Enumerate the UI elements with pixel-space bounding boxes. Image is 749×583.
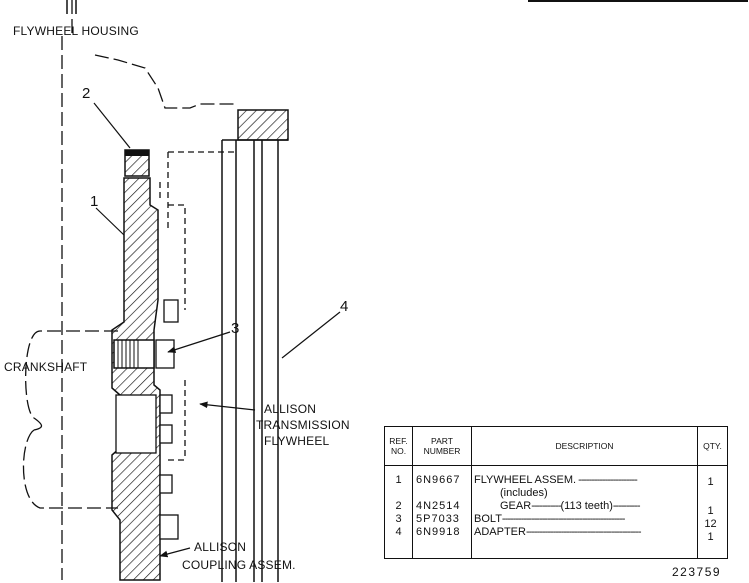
desc-3-leader: ----------------------------------------… <box>501 513 626 525</box>
qty-cell-1: 1 <box>707 476 714 488</box>
leader-2 <box>93 102 131 149</box>
parts-table-header-row: REF. NO. PART NUMBER DESCRIPTION QTY. <box>384 426 728 466</box>
transmission-label-line-3: FLYWHEEL <box>264 434 330 448</box>
ref-cell-3: 3 <box>395 513 402 525</box>
header-description: DESCRIPTION <box>471 426 698 466</box>
desc-cell-1-sub: (includes) <box>500 487 548 499</box>
ref-cell-4: 4 <box>395 526 402 538</box>
part-number-column: 6N9667 4N2514 5P7033 6N9918 <box>412 465 472 559</box>
part-cell-4: 6N9918 <box>416 526 461 538</box>
crankshaft-ends <box>33 417 43 431</box>
callout-4: 4 <box>340 298 349 315</box>
desc-2-note: (113 teeth) <box>560 500 613 512</box>
desc-4-leader: ----------------------------------------… <box>525 526 642 538</box>
callout-1: 1 <box>90 193 99 210</box>
qty-cell-2: 1 <box>707 505 714 517</box>
qty-spacer <box>698 489 723 505</box>
coupling-label-line-2: COUPLING ASSEM. <box>182 558 296 572</box>
header-part-line-2: NUMBER <box>423 446 461 456</box>
leader-4 <box>281 311 341 359</box>
header-qty: QTY. <box>697 426 728 466</box>
coupling-label-line-1: ALLISON <box>194 540 247 554</box>
drawing-number: 223759 <box>672 565 722 579</box>
desc-2-leader-a: ----------- <box>531 500 561 512</box>
header-ref-line-1: REF. <box>389 436 408 446</box>
part-cell-3: 5P7033 <box>416 513 460 525</box>
qty-cell-3: 12 <box>704 518 717 530</box>
desc-cell-2: GEAR-----------(113 teeth)---------- <box>474 500 697 513</box>
leader-transmission <box>199 401 256 411</box>
crankshaft-label: CRANKSHAFT <box>4 360 88 374</box>
header-part-number: PART NUMBER <box>412 426 472 466</box>
description-column: FLYWHEEL ASSEM. ---------------------- (… <box>471 465 698 559</box>
adapter-bolts <box>155 299 179 540</box>
desc-1-text: FLYWHEEL ASSEM. <box>474 474 577 486</box>
header-ref-no: REF. NO. <box>384 426 413 466</box>
desc-2-text: GEAR <box>500 500 532 512</box>
transmission-label-line-1: ALLISON <box>264 402 317 416</box>
desc-3-text: BOLT <box>474 513 502 525</box>
leader-1 <box>95 207 125 236</box>
adapter-plate <box>159 151 238 461</box>
part-spacer <box>416 487 471 500</box>
desc-4-text: ADAPTER <box>474 526 526 538</box>
part-cell-1: 6N9667 <box>416 474 461 486</box>
parts-list-table: REF. NO. PART NUMBER DESCRIPTION QTY. 1 … <box>384 426 728 559</box>
header-part-line-1: PART <box>431 436 453 446</box>
flywheel-housing-outline <box>61 0 238 580</box>
parts-table-body: 1 2 3 4 6N9667 4N2514 5P7033 6N9918 FLYW… <box>384 465 728 559</box>
ref-cell-1: 1 <box>395 474 402 486</box>
qty-column: 1 1 12 1 <box>697 465 728 559</box>
desc-cell-3: BOLT------------------------------------… <box>474 513 697 526</box>
flywheel-housing-label: FLYWHEEL HOUSING <box>13 24 139 38</box>
transmission-flywheel <box>221 109 289 582</box>
ref-spacer <box>385 487 412 500</box>
ref-column: 1 2 3 4 <box>384 465 413 559</box>
callout-2: 2 <box>82 85 91 102</box>
desc-1-leader: ---------------------- <box>576 474 638 486</box>
leader-coupling <box>159 547 191 558</box>
leader-lines <box>93 102 341 558</box>
part-cell-2: 4N2514 <box>416 500 461 512</box>
transmission-label-line-2: TRANSMISSION <box>256 418 350 432</box>
desc-cell-1: FLYWHEEL ASSEM. ---------------------- <box>474 474 697 487</box>
allison-transmission-flywheel-label: ALLISON TRANSMISSION FLYWHEEL <box>256 401 350 449</box>
leader-3 <box>167 331 231 353</box>
ref-cell-2: 2 <box>395 500 402 512</box>
ring-gear-top <box>125 150 149 156</box>
allison-coupling-assem-label: ALLISON COUPLING ASSEM. <box>182 538 296 574</box>
callout-3: 3 <box>231 320 240 337</box>
desc-2-leader-b: ---------- <box>612 500 641 512</box>
flywheel-center-bore <box>115 394 157 454</box>
flywheel-housing-top-lines <box>66 0 77 14</box>
qty-cell-4: 1 <box>707 531 714 543</box>
desc-cell-4: ADAPTER---------------------------------… <box>474 526 697 539</box>
crankshaft-outline <box>22 330 118 509</box>
flywheel-body-section <box>111 177 161 581</box>
crank-hub-bolt-threads <box>117 340 139 368</box>
header-ref-line-2: NO. <box>390 446 407 456</box>
